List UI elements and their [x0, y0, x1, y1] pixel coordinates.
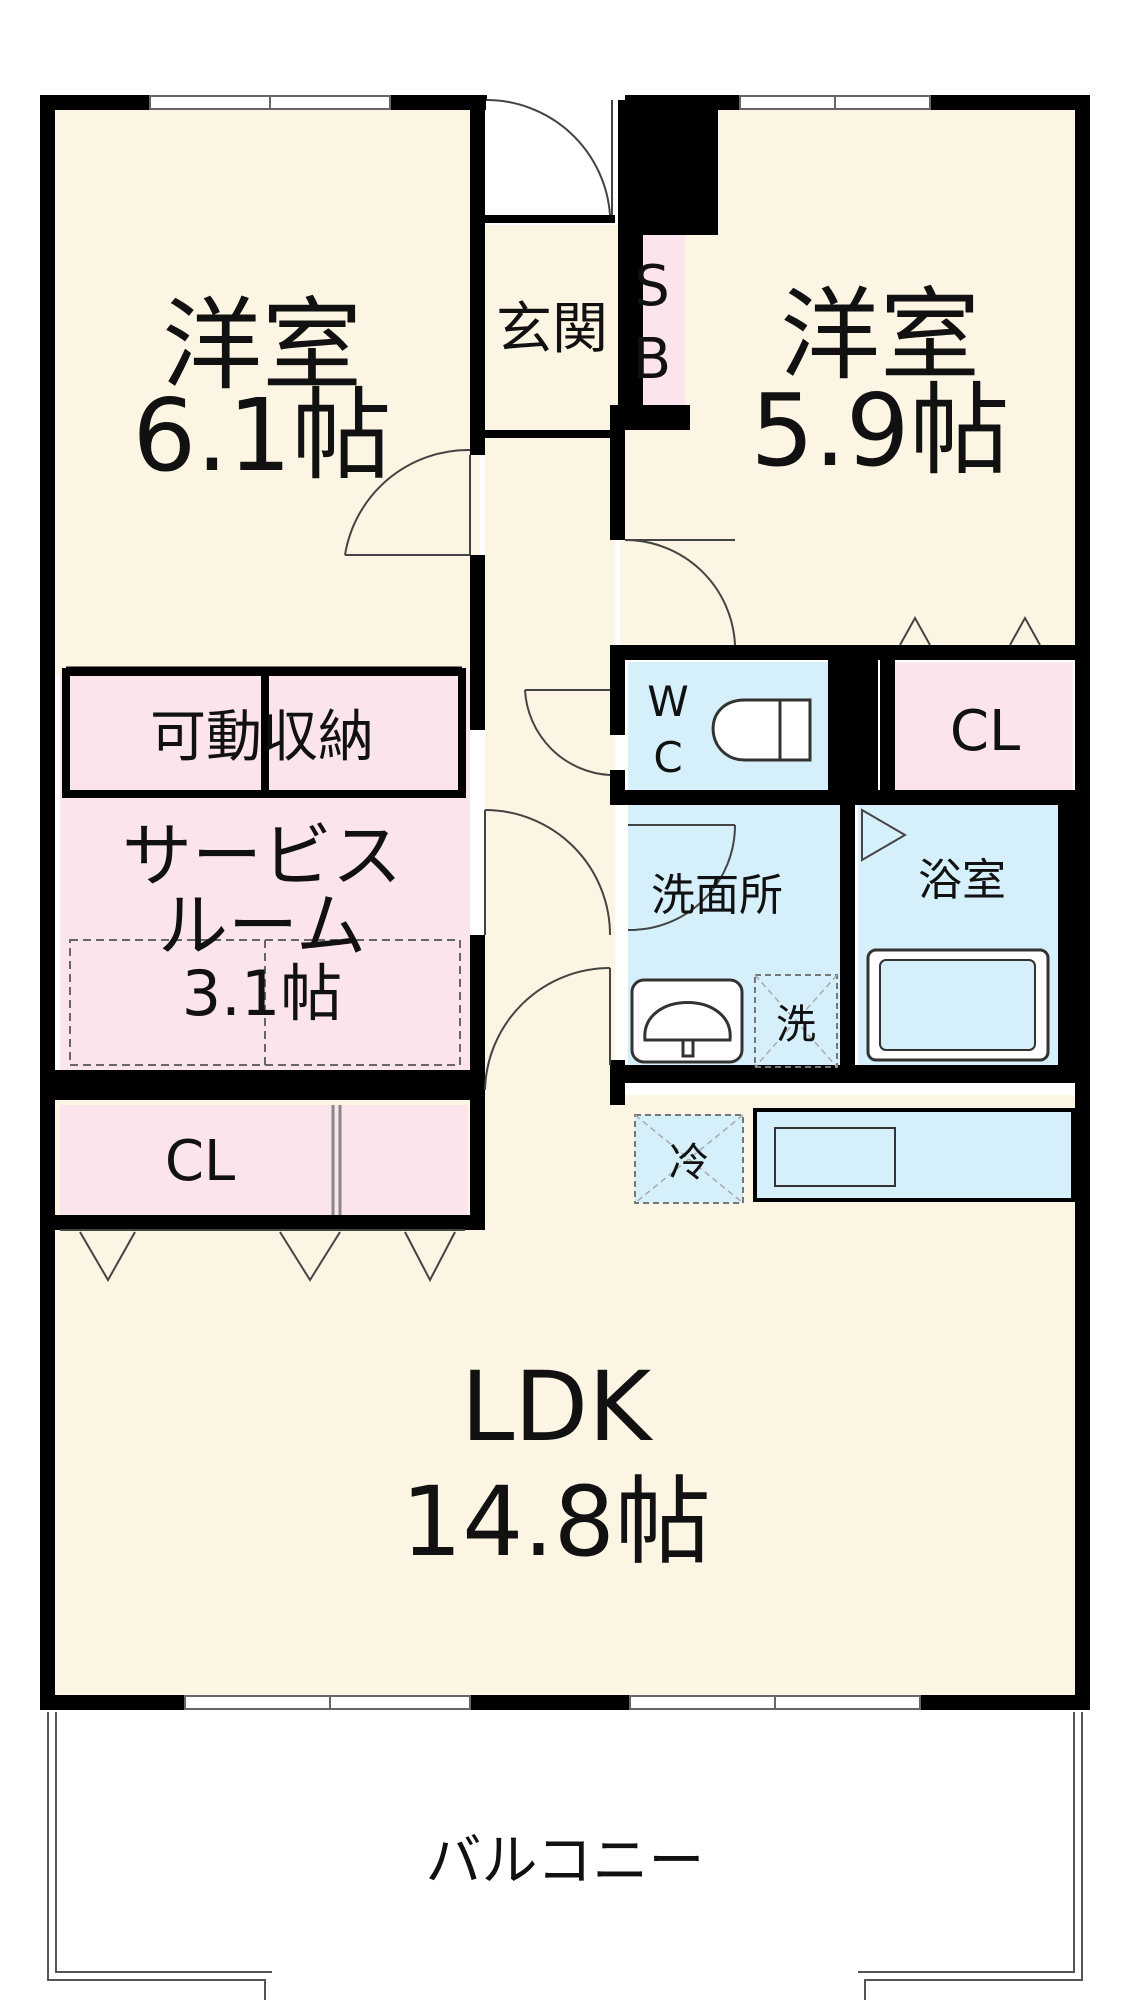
- washbasin-fixture: [630, 978, 744, 1064]
- ldk-size: 14.8帖: [401, 1466, 711, 1578]
- western-room-right-name: 洋室: [780, 277, 980, 394]
- fridge-space: [634, 1114, 744, 1204]
- washer-space: [754, 974, 838, 1068]
- kitchen-sink: [774, 1127, 896, 1187]
- entrance-fill: [485, 225, 620, 435]
- toilet-label-c: C: [653, 733, 682, 782]
- room-western-left-fill: [48, 105, 480, 675]
- balcony-label: バルコニー: [426, 1829, 705, 1894]
- service-room-size: 3.1帖: [182, 957, 343, 1030]
- entrance-label: 玄関: [496, 297, 608, 362]
- toilet-fixture: [711, 698, 812, 762]
- toilet-label-w: W: [647, 677, 689, 726]
- movable-storage-label: 可動収納: [150, 705, 374, 770]
- closet-left-label: CL: [165, 1129, 235, 1194]
- shoe-box-label-b: B: [633, 327, 671, 392]
- balcony: [47, 1712, 1083, 2000]
- doors: [60, 98, 1041, 1283]
- closet-left-fill: [60, 1105, 468, 1215]
- ldk-name: LDK: [461, 1351, 653, 1463]
- service-room-line2: ルーム: [158, 885, 366, 967]
- service-room-line1: サービス: [122, 815, 402, 897]
- shoe-box-label-s: S: [634, 254, 670, 319]
- western-room-right-size: 5.9帖: [750, 372, 1009, 489]
- western-room-left-size: 6.1帖: [132, 377, 391, 494]
- fridge-space-label: 冷: [669, 1140, 709, 1186]
- windows: [149, 95, 931, 1710]
- western-room-left-name: 洋室: [162, 287, 362, 404]
- washer-space-label: 洗: [776, 1002, 816, 1048]
- washroom-label: 洗面所: [651, 870, 783, 921]
- closet-right-fill: [895, 662, 1073, 792]
- bathroom-label: 浴室: [918, 855, 1006, 906]
- closet-right-label: CL: [950, 699, 1020, 764]
